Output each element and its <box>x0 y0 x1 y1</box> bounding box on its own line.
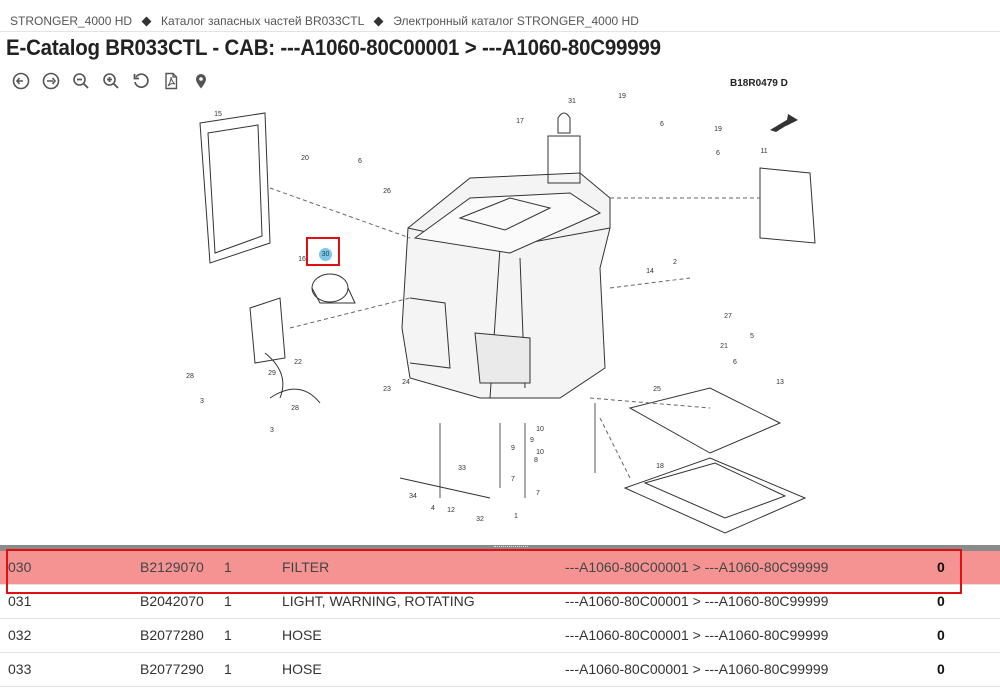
callout-label: 19 <box>714 126 722 133</box>
hotspot-marker: 30 <box>319 248 332 261</box>
callout-label: 14 <box>646 268 654 275</box>
callout-label: 27 <box>724 313 732 320</box>
serial-range-cell: ---A1060-80C00001 > ---A1060-80C99999 <box>565 593 829 609</box>
map-pin-icon[interactable] <box>190 70 212 92</box>
callout-label: 10 <box>536 449 544 456</box>
callout-label: 6 <box>358 158 362 165</box>
arrow-left-icon[interactable] <box>10 70 32 92</box>
drawing-code: B18R0479 D <box>730 78 788 89</box>
position-cell: 033 <box>8 661 32 677</box>
serial-range-cell: ---A1060-80C00001 > ---A1060-80C99999 <box>565 627 829 643</box>
breadcrumb: STRONGER_4000 HD Каталог запасных частей… <box>10 12 639 30</box>
callout-label: 9 <box>530 437 534 444</box>
callout-label: 21 <box>720 343 728 350</box>
callout-label: 20 <box>301 155 309 162</box>
zoom-in-icon[interactable] <box>100 70 122 92</box>
callout-label: 18 <box>656 463 664 470</box>
callout-label: 33 <box>458 465 466 472</box>
callout-label: 19 <box>618 93 626 100</box>
breadcrumb-item-model[interactable]: STRONGER_4000 HD <box>10 14 133 28</box>
callout-label: 34 <box>409 493 417 500</box>
table-row[interactable]: 030 B2129070 1 FILTER ---A1060-80C00001 … <box>0 551 1000 585</box>
quantity-cell: 1 <box>224 593 232 609</box>
callout-label: 6 <box>733 359 737 366</box>
callout-label: 31 <box>568 98 576 105</box>
callout-label: 17 <box>516 118 524 125</box>
serial-range-cell: ---A1060-80C00001 > ---A1060-80C99999 <box>565 559 829 575</box>
callout-label: 1 <box>514 513 518 520</box>
table-row[interactable]: 032 B2077280 1 HOSE ---A1060-80C00001 > … <box>0 619 1000 653</box>
part-hotspot-30[interactable]: 30 <box>306 237 340 266</box>
table-row[interactable]: 031 B2042070 1 LIGHT, WARNING, ROTATING … <box>0 585 1000 619</box>
description-cell: FILTER <box>282 559 330 575</box>
part-number-cell: B2077280 <box>140 627 204 643</box>
part-number-cell: B2077290 <box>140 661 204 677</box>
header-divider <box>0 31 1000 32</box>
callout-label: 3 <box>200 398 204 405</box>
serial-range-cell: ---A1060-80C00001 > ---A1060-80C99999 <box>565 661 829 677</box>
description-cell: HOSE <box>282 627 322 643</box>
position-cell: 032 <box>8 627 32 643</box>
callout-label: 24 <box>402 379 410 386</box>
callout-label: 2 <box>673 259 677 266</box>
callout-label: 4 <box>431 505 435 512</box>
callout-label: 25 <box>653 386 661 393</box>
parts-table: 030 B2129070 1 FILTER ---A1060-80C00001 … <box>0 551 1000 687</box>
arrow-right-icon[interactable] <box>40 70 62 92</box>
position-cell: 031 <box>8 593 32 609</box>
part-number-cell: B2129070 <box>140 559 204 575</box>
callout-label: 11 <box>760 148 767 155</box>
callout-label: 12 <box>447 507 455 514</box>
callout-label: 7 <box>536 490 540 497</box>
callout-label: 16 <box>298 256 306 263</box>
breadcrumb-item-ecatalog[interactable]: Электронный каталог STRONGER_4000 HD <box>393 14 639 28</box>
callout-label: 6 <box>716 150 720 157</box>
breadcrumb-separator-icon <box>373 16 384 26</box>
callout-label: 3 <box>270 427 274 434</box>
stock-cell: 0 <box>937 559 945 575</box>
callout-label: 5 <box>750 333 754 340</box>
rotate-icon[interactable] <box>130 70 152 92</box>
description-cell: LIGHT, WARNING, ROTATING <box>282 593 475 609</box>
table-row[interactable]: 033 B2077290 1 HOSE ---A1060-80C00001 > … <box>0 653 1000 687</box>
callout-label: 28 <box>186 373 194 380</box>
callout-label: 32 <box>476 516 484 523</box>
callout-label: 8 <box>534 457 538 464</box>
exploded-parts-diagram: 15 20 6 26 17 31 19 6 19 6 11 16 14 2 27… <box>186 93 816 534</box>
stock-cell: 0 <box>937 593 945 609</box>
stock-cell: 0 <box>937 661 945 677</box>
callout-label: 28 <box>291 405 299 412</box>
callout-label: 13 <box>776 379 784 386</box>
callout-label: 23 <box>383 386 391 393</box>
callout-label: 10 <box>536 426 544 433</box>
part-number-cell: B2042070 <box>140 593 204 609</box>
drawing-toolbar <box>10 70 212 92</box>
page-title: E-Catalog BR033CTL - CAB: ---A1060-80C00… <box>6 35 661 60</box>
breadcrumb-item-catalog[interactable]: Каталог запасных частей BR033CTL <box>161 14 365 28</box>
callout-label: 26 <box>383 188 391 195</box>
callout-label: 9 <box>511 445 515 452</box>
callout-label: 22 <box>294 359 302 366</box>
callout-label: 6 <box>660 121 664 128</box>
pdf-icon[interactable] <box>160 70 182 92</box>
stock-cell: 0 <box>937 627 945 643</box>
position-cell: 030 <box>8 559 32 575</box>
quantity-cell: 1 <box>224 661 232 677</box>
callout-label: 29 <box>268 370 276 377</box>
callout-label: 15 <box>214 111 222 118</box>
quantity-cell: 1 <box>224 559 232 575</box>
callout-label: 7 <box>511 476 515 483</box>
description-cell: HOSE <box>282 661 322 677</box>
quantity-cell: 1 <box>224 627 232 643</box>
breadcrumb-separator-icon <box>141 16 152 26</box>
zoom-out-icon[interactable] <box>70 70 92 92</box>
